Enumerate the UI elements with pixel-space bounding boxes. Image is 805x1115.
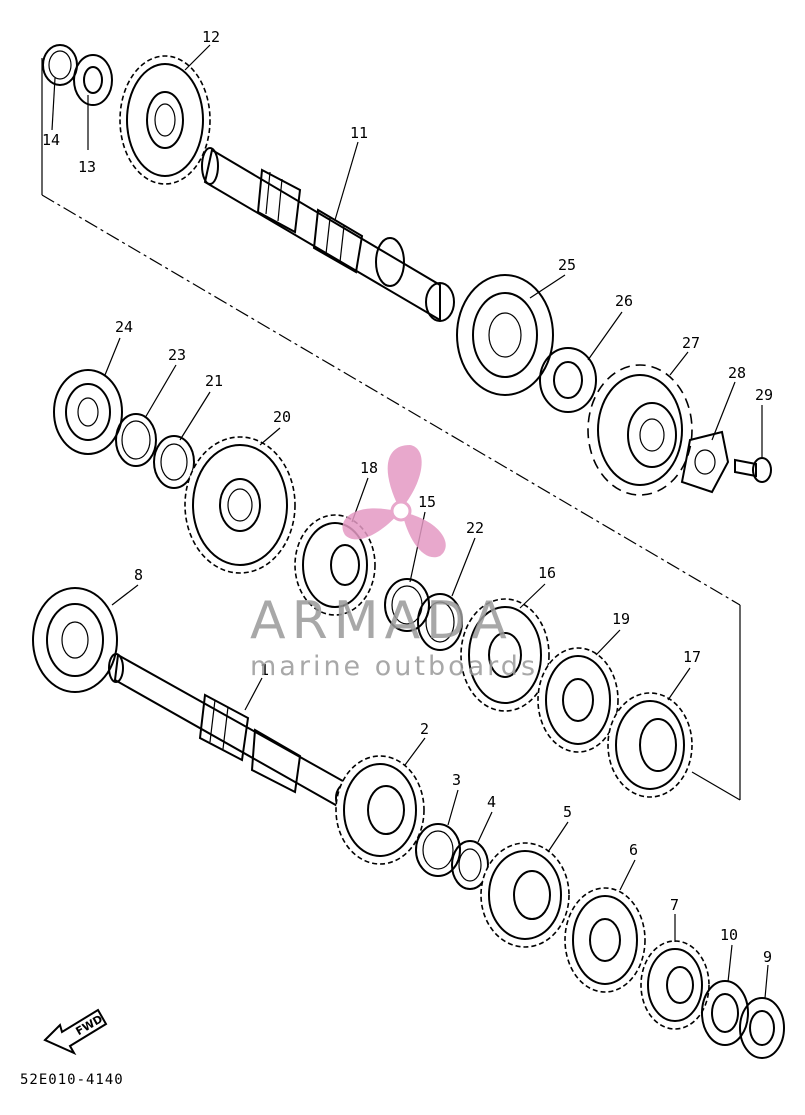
gear-6 (564, 887, 646, 993)
washer-22 (417, 593, 463, 651)
washer-13 (73, 54, 113, 106)
callout-25: 25 (558, 256, 576, 274)
callout-2: 2 (420, 720, 429, 738)
bearing-24 (53, 369, 123, 455)
callout-18: 18 (360, 459, 378, 477)
callout-8: 8 (134, 566, 143, 584)
callout-4: 4 (487, 793, 496, 811)
callout-11: 11 (350, 124, 368, 142)
callout-29: 29 (755, 386, 773, 404)
callout-23: 23 (168, 346, 186, 364)
callout-19: 19 (612, 610, 630, 628)
watermark-tagline: marine outboards (250, 651, 538, 682)
leader-lines (51, 44, 769, 999)
circlip-23 (115, 413, 157, 467)
gear-19 (537, 647, 619, 753)
callout-17: 17 (683, 648, 701, 666)
callout-28: 28 (728, 364, 746, 382)
gear-2 (335, 755, 425, 865)
lock-washer-28 (680, 430, 730, 494)
circlip-14 (42, 44, 78, 86)
callout-16: 16 (538, 564, 556, 582)
callout-22: 22 (466, 519, 484, 537)
callout-24: 24 (115, 318, 133, 336)
callout-27: 27 (682, 334, 700, 352)
callout-13: 13 (78, 158, 96, 176)
washer-21 (153, 435, 195, 489)
callout-7: 7 (670, 896, 679, 914)
bearing-8 (32, 587, 118, 693)
drive-axle-shaft (201, 147, 455, 322)
gear-16 (460, 598, 550, 712)
gear-12 (119, 55, 211, 185)
callout-12: 12 (202, 28, 220, 46)
bearing-25 (456, 274, 554, 396)
callout-5: 5 (563, 803, 572, 821)
armada-logo: ARMADA marine outboards (250, 445, 538, 682)
callout-14: 14 (42, 131, 60, 149)
callout-26: 26 (615, 292, 633, 310)
washer-4 (451, 840, 489, 890)
callout-10: 10 (720, 926, 738, 944)
bearing-10 (701, 980, 749, 1046)
bolt-29 (734, 457, 772, 483)
callout-3: 3 (452, 771, 461, 789)
oil-seal-9 (739, 997, 785, 1059)
fwd-arrow-icon: FWD (43, 1008, 108, 1056)
gear-7 (640, 940, 710, 1030)
assembly-outline (41, 58, 741, 801)
gear-18 (294, 514, 376, 616)
oil-seal-26 (539, 347, 597, 413)
callout-6: 6 (629, 841, 638, 859)
gear-5 (480, 842, 570, 948)
gear-20 (184, 436, 296, 574)
callout-20: 20 (273, 408, 291, 426)
callout-15: 15 (418, 493, 436, 511)
watermark-brand: ARMADA (250, 591, 513, 651)
circlip-3 (415, 823, 461, 877)
callout-9: 9 (763, 948, 772, 966)
callout-labels: 12 13 14 11 25 26 27 28 29 24 23 21 20 1… (42, 28, 773, 966)
callout-1: 1 (260, 661, 269, 679)
drawing-code: 52E010-4140 (20, 1072, 124, 1088)
sprocket-27 (587, 364, 693, 496)
callout-21: 21 (205, 372, 223, 390)
gear-17 (607, 692, 693, 798)
propeller-icon (342, 445, 446, 558)
